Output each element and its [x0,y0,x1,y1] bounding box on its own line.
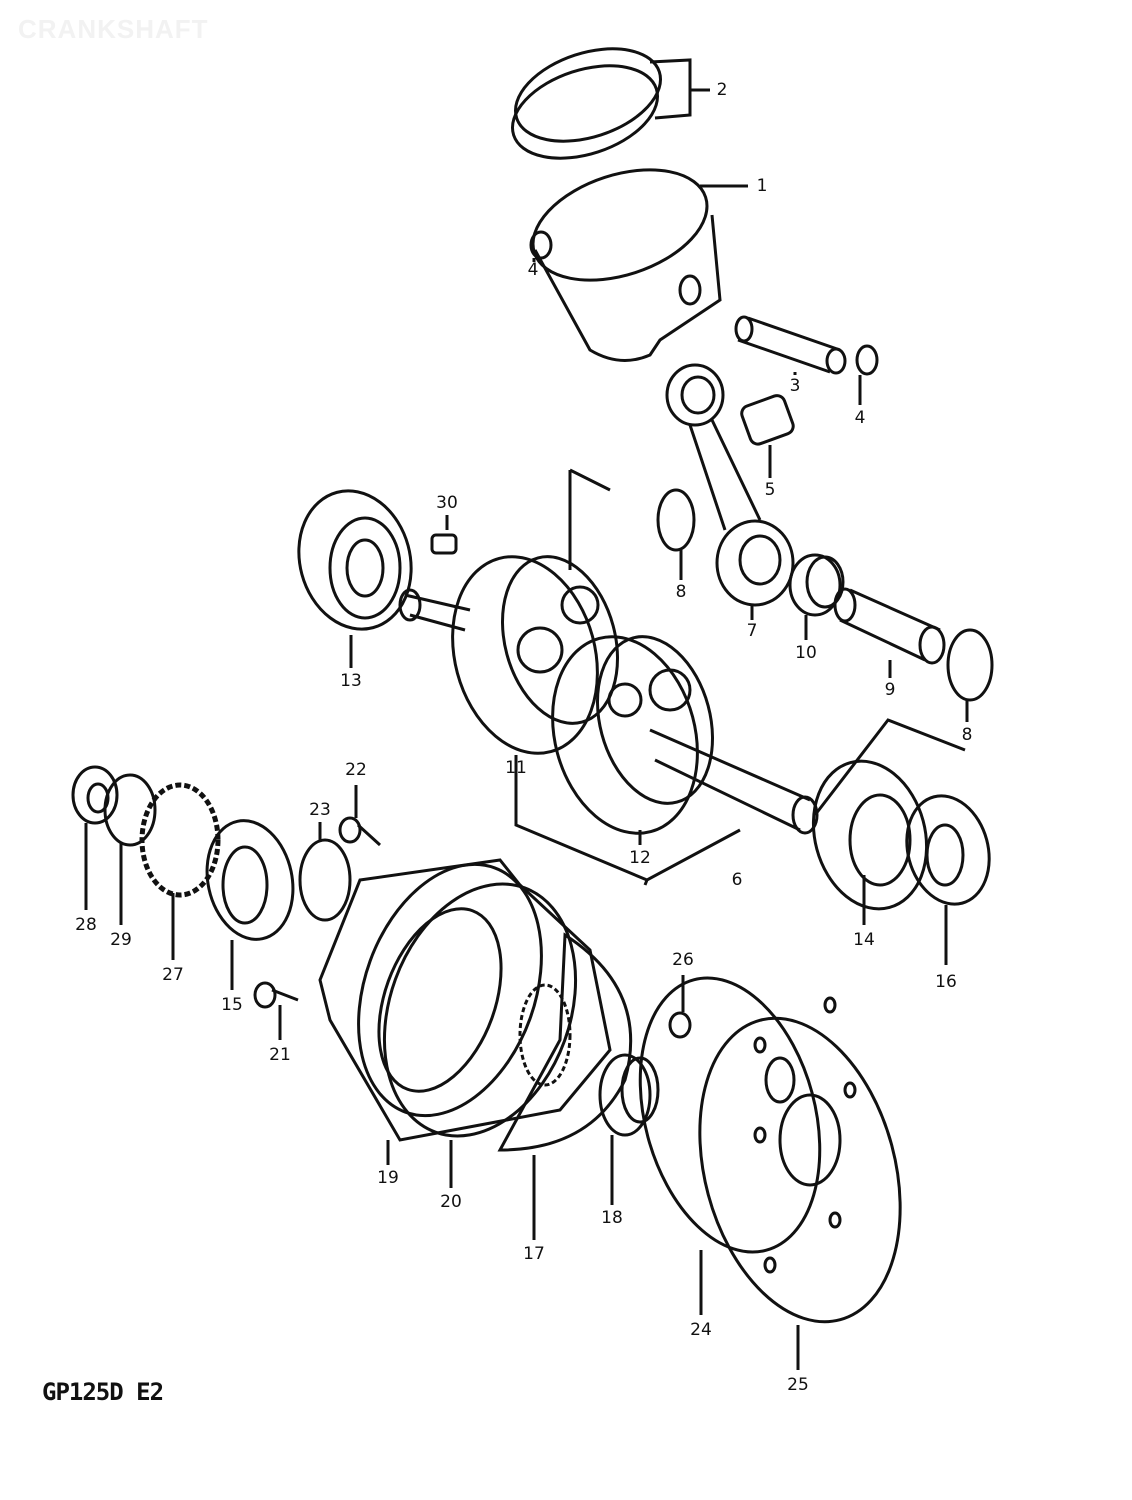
callout-number: 4 [854,408,866,428]
callout-number: 1 [756,176,768,196]
callout-number: 27 [162,965,184,985]
oil-seal-15 [205,819,295,990]
callout-number: 17 [523,1244,545,1264]
key-30 [430,533,458,555]
callout-number: 16 [935,972,957,992]
oring-23 [298,822,352,922]
callout-number: 18 [601,1208,623,1228]
oil-seal-16 [905,794,991,965]
bearing-18 [598,1053,660,1205]
callout-number: 13 [340,671,362,691]
nut-28 [71,765,119,910]
callout-number: 23 [309,800,331,820]
callout-number: 8 [961,725,973,745]
callout-number: 9 [884,680,896,700]
gear-27 [139,782,221,960]
callout-number: 26 [672,950,694,970]
screw-21 [253,981,299,1040]
small-end-bearing [740,394,795,446]
washer-29 [103,773,157,925]
callout-number: 29 [110,930,132,950]
disc-24 [638,976,822,1315]
callout-number: 4 [527,260,539,280]
callout-number: 24 [690,1320,712,1340]
callout-number: 14 [853,930,875,950]
callout-number: 25 [787,1375,809,1395]
screw-26 [668,975,692,1039]
callout-number: 19 [377,1168,399,1188]
gasket-20 [382,882,578,1188]
callout-number: 28 [75,915,97,935]
piston [531,168,748,362]
callout-number: 12 [629,848,651,868]
crank-half-12 [551,635,819,845]
connecting-rod [665,363,795,620]
callout-number: 30 [436,493,458,513]
callout-number: 2 [716,80,728,100]
callout-number: 5 [764,480,776,500]
callout-number: 22 [345,760,367,780]
model-code: GP125D E2 [42,1378,164,1406]
big-end-bearing [788,553,842,617]
plate-17 [497,932,633,1240]
screw-22 [338,785,382,847]
circlip-4b [855,344,879,376]
watermark-title: CRANKSHAFT [18,14,209,44]
callout-number: 8 [675,582,687,602]
washer-8a [656,488,696,552]
callout-number: 7 [746,621,758,641]
bracket-8 [813,718,966,816]
callout-number: 3 [789,376,801,396]
housing-19 [318,858,612,1165]
callout-number: 15 [221,995,243,1015]
disc-25 [698,996,902,1370]
callout-number: 10 [795,643,817,663]
piston-rings [510,47,710,160]
bearing-14 [811,759,929,925]
bracket-6 [514,790,741,886]
piston-pin [734,315,847,375]
bearing-13 [297,489,413,668]
washer-8b [946,628,994,702]
callout-number: 6 [731,870,743,890]
callout-number: 11 [505,758,527,778]
circlip-4a [529,230,553,260]
callout-number: 20 [440,1192,462,1212]
callout-number: 21 [269,1045,291,1065]
crank-half-11 [398,468,620,790]
crank-pin [833,587,946,678]
